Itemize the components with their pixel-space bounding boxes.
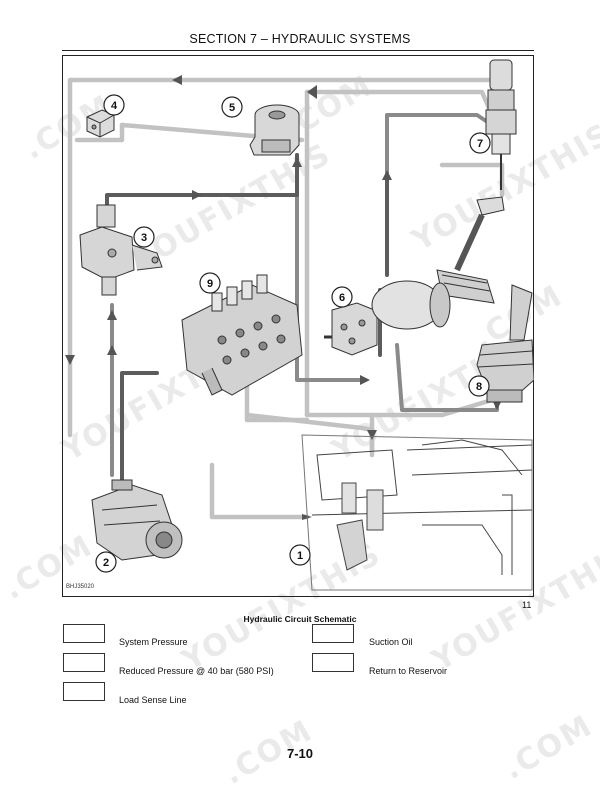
callout-label-4: 4: [111, 100, 118, 112]
callout-4: [103, 94, 125, 116]
callout-label-5: 5: [229, 102, 235, 114]
valve-6-drawing: [324, 280, 451, 356]
legend-label-system-pressure: System Pressure: [119, 637, 188, 647]
legend-label-load-sense: Load Sense Line: [119, 695, 187, 705]
legend-swatch-suction-oil: [312, 624, 354, 643]
callout-9: [199, 272, 221, 294]
legend-swatch-reduced-pressure: [63, 653, 105, 672]
hydraulic-schematic: 4 5 7 3 9 6 8 2 1: [65, 59, 534, 591]
callout-label-3: 3: [141, 232, 147, 244]
figure-number: 11: [522, 600, 532, 610]
pump-2-drawing: [91, 479, 183, 561]
callout-6: [331, 286, 353, 308]
control-valve-9-drawing: [181, 274, 303, 396]
reservoir-1-drawing: [301, 434, 533, 591]
legend-label-return: Return to Reservoir: [369, 666, 448, 676]
header-rule: [62, 50, 534, 51]
callout-2: [95, 551, 117, 573]
callout-5: [221, 96, 243, 118]
callout-8: [468, 375, 490, 397]
callout-7: [469, 132, 491, 154]
callout-label-6: 6: [339, 292, 345, 304]
figure-code: BHJ35020: [66, 584, 95, 590]
steering-valve-5-drawing: [249, 104, 300, 156]
priority-valve-3-drawing: [79, 204, 163, 296]
callout-label-1: 1: [297, 550, 303, 562]
section-header: SECTION 7 – HYDRAULIC SYSTEMS: [189, 32, 411, 46]
callout-1: [289, 544, 311, 566]
figure-caption: Hydraulic Circuit Schematic: [243, 614, 357, 624]
figure-frame: [62, 55, 534, 597]
callout-label-9: 9: [207, 278, 213, 290]
callout-label-8: 8: [476, 381, 482, 393]
callout-label-7: 7: [477, 138, 483, 150]
callout-3: [133, 226, 155, 248]
legend-swatch-return: [312, 653, 354, 672]
joystick-8-drawing: [476, 284, 534, 403]
callout-label-2: 2: [103, 557, 109, 569]
brake-valve-7-drawing: [436, 59, 517, 304]
legend-swatch-system-pressure: [63, 624, 105, 643]
legend-label-suction-oil: Suction Oil: [369, 637, 413, 647]
page-number: 7-10: [286, 746, 314, 761]
legend-label-reduced-pressure: Reduced Pressure @ 40 bar (580 PSI): [119, 666, 274, 676]
legend-swatch-load-sense: [63, 682, 105, 701]
valve-4-drawing: [86, 109, 115, 138]
